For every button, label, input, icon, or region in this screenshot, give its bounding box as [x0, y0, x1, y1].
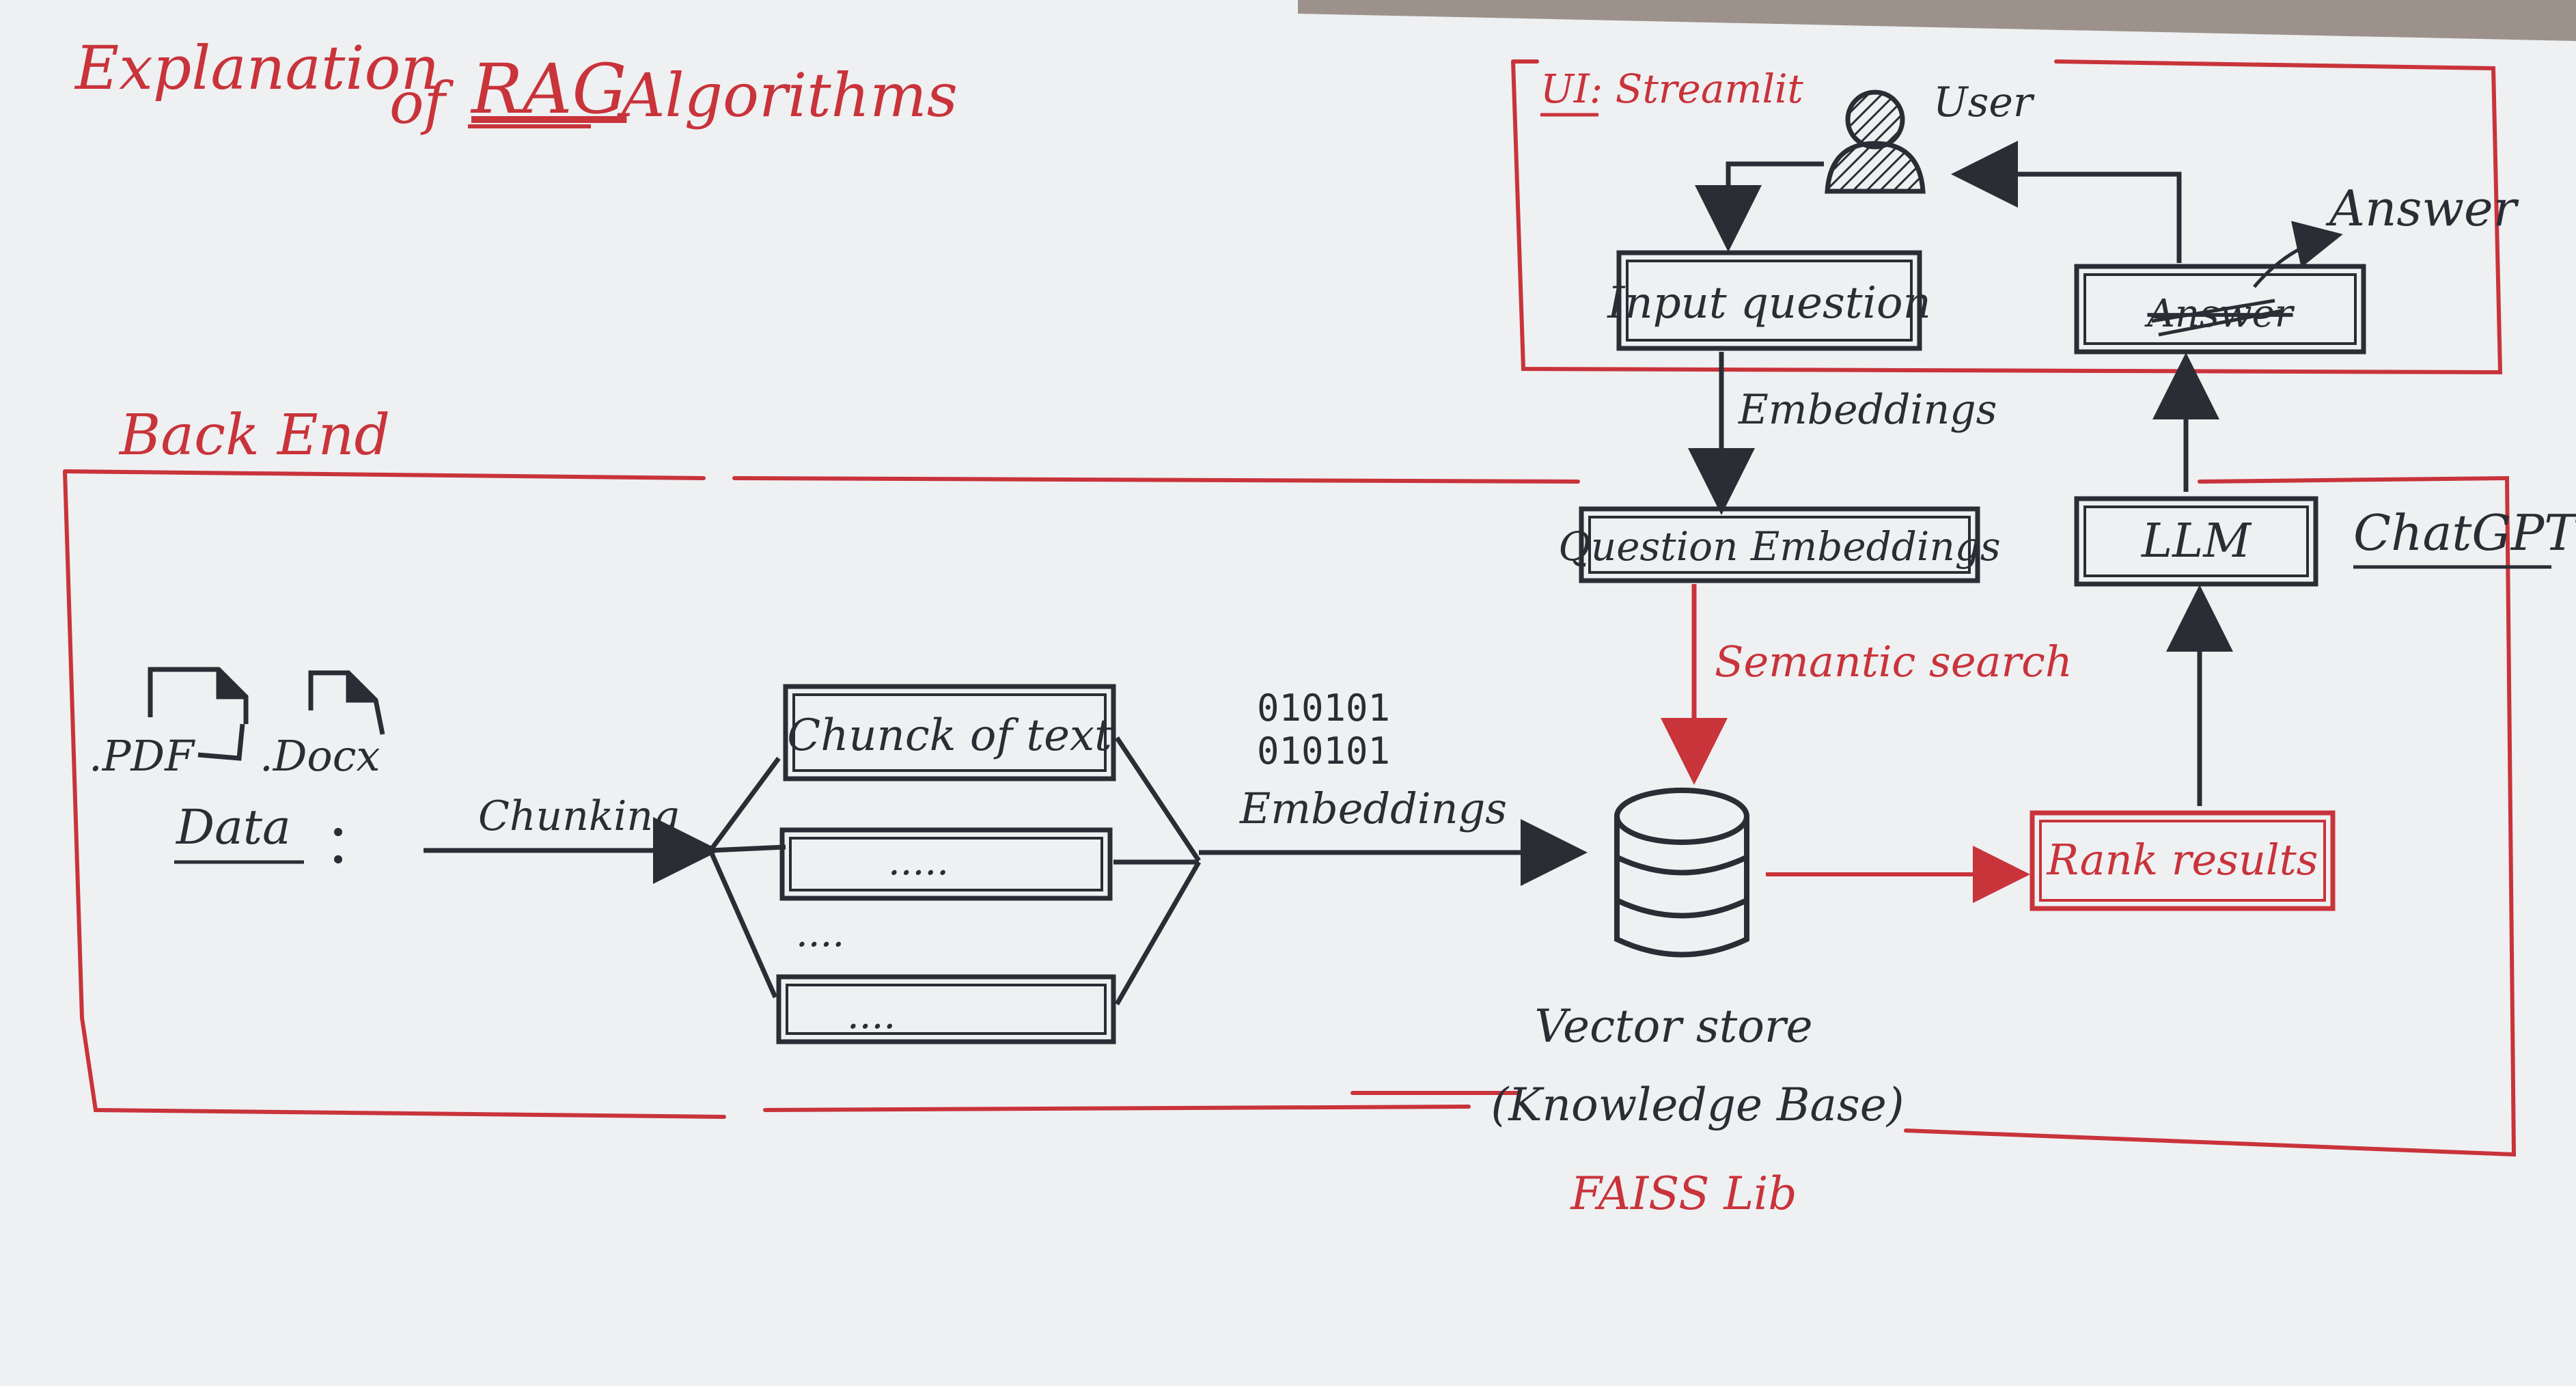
chatgpt-label: ChatGPT	[2353, 504, 2576, 562]
title-part1: Explanation	[74, 33, 439, 103]
input-question-box: Input question	[1607, 250, 1931, 351]
llm-text: LLM	[2140, 514, 2252, 568]
binary-line-1: 010101	[1257, 687, 1390, 730]
user-to-input-arrow	[1695, 161, 1824, 252]
semantic-search-label: Semantic search	[1715, 637, 2073, 687]
vector-store-label: Vector store	[1534, 1000, 1812, 1053]
chunk-dots-1: .....	[888, 840, 949, 884]
chunk-box-1: Chunck of text	[783, 684, 1116, 781]
data-colon-dot1	[334, 828, 342, 836]
binary-line-2: 010101	[1257, 730, 1390, 773]
chunking-label: Chunking	[478, 792, 679, 840]
pdf-file-icon	[148, 667, 249, 761]
ui-streamlit-frame	[1511, 59, 2503, 375]
rank-results-text: Rank results	[2047, 835, 2318, 885]
diagram-title: Explanation of RAG Algorithms	[74, 33, 958, 137]
data-label: Data	[175, 799, 291, 855]
title-part4: Algorithms	[617, 60, 958, 130]
chunk-box-2: .....	[779, 827, 1113, 901]
knowledge-base-label: (Knowledge Base)	[1491, 1079, 1904, 1131]
embeddings-arrow-label: Embeddings	[1738, 386, 1997, 434]
data-colon-dot2	[334, 855, 342, 863]
user-icon	[1825, 89, 1926, 194]
question-embeddings-text: Question Embeddings	[1558, 523, 2000, 570]
chunk-dots-2: ....	[847, 993, 896, 1038]
question-embeddings-box: Question Embeddings	[1558, 506, 2001, 583]
docx-file-icon	[308, 670, 385, 735]
user-label: User	[1933, 79, 2035, 126]
chunk-fan-right	[1113, 736, 1202, 1006]
backend-frame	[63, 469, 2517, 1157]
answer-pointer-arrow	[2253, 221, 2343, 288]
answer-box: Answer	[2074, 264, 2366, 355]
llm-box: LLM	[2074, 496, 2318, 587]
ui-streamlit-label: UI: Streamlit	[1540, 66, 1804, 112]
wood-background	[1298, 0, 2576, 41]
chunk-box-3: ....	[776, 974, 1116, 1044]
input-question-text: Input question	[1607, 278, 1931, 329]
backend-label: Back End	[118, 403, 390, 468]
title-part2: of	[389, 70, 454, 137]
chunk-dots-mid: ....	[796, 911, 844, 956]
chunk-fan-left	[708, 756, 786, 999]
faiss-label: FAISS Lib	[1570, 1167, 1797, 1220]
answer-label: Answer	[2325, 180, 2519, 237]
docx-label: .Docx	[260, 731, 380, 781]
embeddings-label: Embeddings	[1239, 784, 1507, 833]
answer-to-user-arrow	[1951, 141, 2182, 263]
title-part3: RAG	[470, 49, 626, 129]
chunk-text-label: Chunck of text	[787, 710, 1112, 761]
database-icon	[1614, 788, 1749, 958]
pdf-label: .PDF	[89, 731, 195, 781]
rank-results-box: Rank results	[2030, 810, 2336, 911]
